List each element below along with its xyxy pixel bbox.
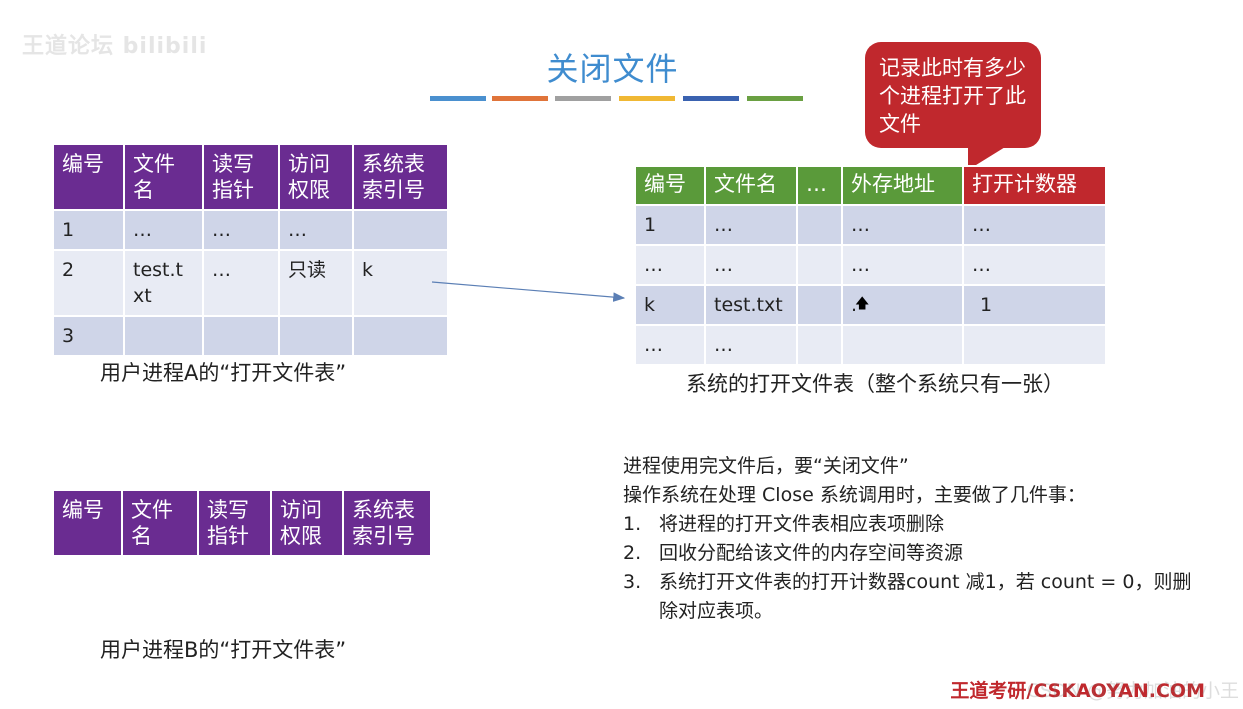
cell: 1 (962, 284, 1107, 326)
list-number: 1. (623, 513, 642, 535)
cell: 只读 (278, 249, 354, 317)
process-a-caption: 用户进程A的“打开文件表” (100, 361, 347, 385)
header-sys-index: 系统表索引号 (352, 143, 449, 211)
header-open-counter: 打开计数器 (962, 165, 1107, 206)
brand-footer: 王道考研/CSKAOYAN.COM (950, 680, 1205, 702)
cell: 1 (52, 209, 125, 251)
table-row: 1 … … … (52, 209, 449, 251)
cell (352, 315, 449, 357)
system-open-file-table: 编号 文件名 … 外存地址 打开计数器 1 … … … … … … … k te… (634, 165, 1107, 366)
table-row: k test.txt . 1 (634, 284, 1107, 326)
title-bar-segment-1 (430, 96, 486, 101)
system-table-caption: 系统的打开文件表（整个系统只有一张） (686, 372, 1064, 396)
header-filename: 文件名 (704, 165, 798, 206)
header-filename: 文件名 (121, 489, 199, 557)
list-number: 3. (623, 571, 642, 593)
list-text: 将进程的打开文件表相应表项删除 (659, 513, 945, 535)
notes-line-1: 进程使用完文件后，要“关闭文件” (623, 455, 909, 477)
cell (278, 315, 354, 357)
cell: … (634, 324, 706, 366)
cell (962, 324, 1107, 366)
notes-line-2: 操作系统在处理 Close 系统调用时，主要做了几件事： (623, 484, 1086, 506)
header-filename: 文件名 (123, 143, 204, 211)
cell: … (841, 244, 964, 286)
header-id: 编号 (52, 143, 125, 211)
cell: … (704, 324, 798, 366)
close-file-notes: 进程使用完文件后，要“关闭文件” 操作系统在处理 Close 系统调用时，主要做… (623, 452, 1199, 626)
header-access: 访问权限 (270, 489, 344, 557)
cell: … (202, 209, 280, 251)
list-text: 系统打开文件表的打开计数器count 减1，若 count = 0，则删除对应表… (659, 571, 1192, 622)
cell (796, 284, 843, 326)
cell (352, 209, 449, 251)
cell: … (962, 204, 1107, 246)
header-id: 编号 (634, 165, 706, 206)
process-b-caption: 用户进程B的“打开文件表” (100, 638, 347, 662)
slide-title: 关闭文件 (546, 50, 679, 88)
table-row: 2 test.txt … 只读 k (52, 249, 449, 317)
header-id: 编号 (52, 489, 123, 557)
title-bar-segment-5 (683, 96, 739, 101)
cell (796, 204, 843, 246)
title-bar-segment-6 (747, 96, 803, 101)
process-a-open-file-table: 编号 文件名 读写指针 访问权限 系统表索引号 1 … … … 2 test.t… (52, 143, 449, 357)
cell: … (202, 249, 280, 317)
cell: … (962, 244, 1107, 286)
title-bar-segment-3 (555, 96, 611, 101)
cell: … (704, 244, 798, 286)
csdn-watermark: CSDN @努力加油的小王 (1026, 680, 1239, 702)
header-access: 访问权限 (278, 143, 354, 211)
cell: . (841, 284, 964, 326)
cell: 1 (634, 204, 706, 246)
table-row: 1 … … … (634, 204, 1107, 246)
bilibili-watermark: 王道论坛 bilibili (22, 34, 208, 59)
cell (796, 324, 843, 366)
cell (796, 244, 843, 286)
cell: … (278, 209, 354, 251)
cell (841, 324, 964, 366)
process-b-open-file-table: 编号 文件名 读写指针 访问权限 系统表索引号 (52, 489, 432, 557)
mouse-cursor-icon: 🡅 (855, 296, 870, 312)
list-item: 2. 回收分配给该文件的内存空间等资源 (623, 539, 1199, 568)
cell (202, 315, 280, 357)
cell: 3 (52, 315, 125, 357)
cell: … (123, 209, 204, 251)
title-bar-segment-2 (492, 96, 548, 101)
title-bar-segment-4 (619, 96, 675, 101)
cell: … (704, 204, 798, 246)
header-ellipsis: … (796, 165, 843, 206)
table-row: 3 (52, 315, 449, 357)
cell: … (841, 204, 964, 246)
cell (123, 315, 204, 357)
list-number: 2. (623, 542, 642, 564)
cell: … (634, 244, 706, 286)
list-text: 回收分配给该文件的内存空间等资源 (659, 542, 964, 564)
header-sys-index: 系统表索引号 (342, 489, 432, 557)
cell: test.txt (704, 284, 798, 326)
header-rw-pointer: 读写指针 (202, 143, 280, 211)
counter-callout: 记录此时有多少个进程打开了此文件 (865, 42, 1041, 148)
cell: test.txt (123, 249, 204, 317)
cell: 2 (52, 249, 125, 317)
table-row: … … … … (634, 244, 1107, 286)
header-disk-address: 外存地址 (841, 165, 964, 206)
cell: k (352, 249, 449, 317)
list-item: 1. 将进程的打开文件表相应表项删除 (623, 510, 1199, 539)
header-rw-pointer: 读写指针 (197, 489, 272, 557)
cell: k (634, 284, 706, 326)
list-item: 3. 系统打开文件表的打开计数器count 减1，若 count = 0，则删除… (623, 568, 1199, 626)
table-row: … … (634, 324, 1107, 366)
